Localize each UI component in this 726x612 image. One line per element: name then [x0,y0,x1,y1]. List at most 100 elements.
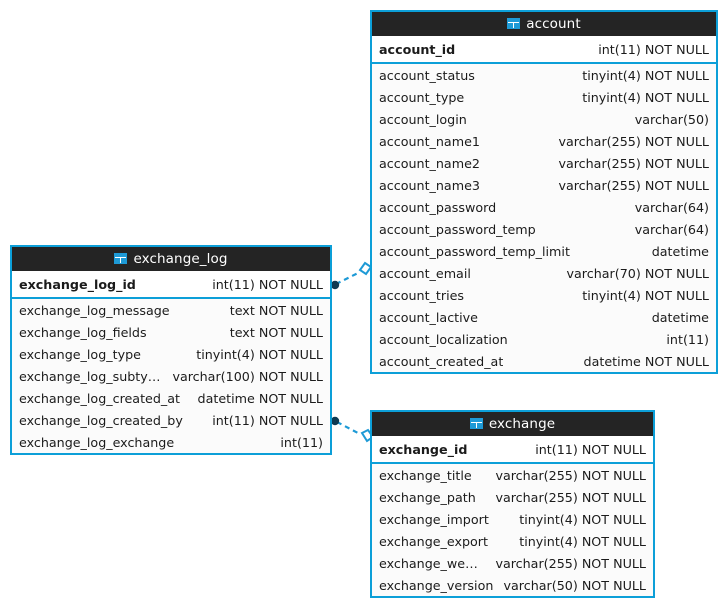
field-name: exchange_log_id [19,276,136,292]
field-type: tinyint(4) NOT NULL [582,287,709,303]
field-row-primary-key[interactable]: exchange_log_id int(11) NOT NULL [12,271,330,297]
field-type: int(11) NOT NULL [535,441,646,457]
field-name: exchange_log_created_at [19,390,181,406]
field-name: account_id [379,41,456,57]
field-name: exchange_import [379,511,489,527]
field-row[interactable]: account_password_temp varchar(64) [372,218,716,240]
field-row[interactable]: account_created_at datetime NOT NULL [372,350,716,372]
field-row[interactable]: exchange_log_fields text NOT NULL [12,321,330,343]
relation-line [335,272,359,285]
field-name: account_email [379,265,471,281]
entity-title: exchange_log [133,251,228,267]
field-type: varchar(70) NOT NULL [566,265,709,281]
field-row[interactable]: exchange_path varchar(255) NOT NULL [372,486,653,508]
field-name: exchange_log_type [19,346,141,362]
field-row[interactable]: account_localization int(11) [372,328,716,350]
entity-table-account[interactable]: account account_id int(11) NOT NULL acco… [370,10,718,374]
field-type: varchar(50) NOT NULL [503,577,646,593]
field-row-primary-key[interactable]: exchange_id int(11) NOT NULL [372,436,653,462]
field-row[interactable]: exchange_version varchar(50) NOT NULL [372,574,653,596]
field-row[interactable]: exchange_log_created_by int(11) NOT NULL [12,409,330,431]
field-row[interactable]: account_type tinyint(4) NOT NULL [372,86,716,108]
field-name: account_login [379,111,467,127]
field-name: exchange_log_fields [19,324,147,340]
field-row[interactable]: account_tries tinyint(4) NOT NULL [372,284,716,306]
field-type: int(11) NOT NULL [212,276,323,292]
field-name: exchange_version [379,577,494,593]
field-name: account_name3 [379,177,480,193]
field-name: exchange_log_subtype [19,368,163,384]
primary-key-block: exchange_log_id int(11) NOT NULL [12,271,330,299]
field-name: account_password_temp_limit [379,243,570,259]
field-name: account_status [379,67,475,83]
field-name: account_name1 [379,133,480,149]
field-row[interactable]: account_email varchar(70) NOT NULL [372,262,716,284]
table-icon [114,253,128,264]
field-type: datetime [651,243,709,259]
primary-key-block: exchange_id int(11) NOT NULL [372,436,653,464]
field-type: int(11) NOT NULL [598,41,709,57]
field-type: text NOT NULL [229,324,323,340]
entity-title: account [526,16,581,32]
field-name: account_localization [379,331,508,347]
field-name: account_name2 [379,155,480,171]
field-type: varchar(64) [634,221,709,237]
field-name: account_type [379,89,465,105]
field-name: exchange_title [379,467,472,483]
field-name: exchange_log_exchange [19,434,175,450]
field-type: int(11) [666,331,709,347]
field-type: varchar(255) NOT NULL [495,489,646,505]
field-name: account_created_at [379,353,504,369]
field-row[interactable]: exchange_import tinyint(4) NOT NULL [372,508,653,530]
field-row[interactable]: account_name1 varchar(255) NOT NULL [372,130,716,152]
table-icon [469,418,483,429]
field-row[interactable]: exchange_log_message text NOT NULL [12,299,330,321]
relation-dot-marker [330,416,340,426]
field-type: int(11) NOT NULL [212,412,323,428]
field-name: exchange_path [379,489,476,505]
field-row[interactable]: account_status tinyint(4) NOT NULL [372,64,716,86]
field-row[interactable]: exchange_log_exchange int(11) [12,431,330,453]
field-row[interactable]: exchange_log_type tinyint(4) NOT NULL [12,343,330,365]
field-name: account_password_temp [379,221,536,237]
field-type: datetime NOT NULL [583,353,709,369]
relation-line [336,421,359,434]
entity-title: exchange [488,416,556,432]
field-type: tinyint(4) NOT NULL [196,346,323,362]
field-row[interactable]: account_login varchar(50) [372,108,716,130]
field-type: varchar(255) NOT NULL [558,133,709,149]
field-type: text NOT NULL [229,302,323,318]
relation-dot-marker [330,280,340,290]
entity-table-exchange[interactable]: exchange exchange_id int(11) NOT NULL ex… [370,410,655,598]
fields-block: account_status tinyint(4) NOT NULL accoun… [372,64,716,372]
field-row[interactable]: account_password_temp_limit datetime [372,240,716,262]
field-type: datetime [651,309,709,325]
field-type: varchar(255) NOT NULL [495,555,646,571]
relation-exchange-log-account [330,261,373,290]
field-name: account_tries [379,287,465,303]
entity-table-exchange-log[interactable]: exchange_log exchange_log_id int(11) NOT… [10,245,332,455]
entity-header-account: account [372,12,716,36]
field-type: tinyint(4) NOT NULL [582,89,709,105]
field-type: tinyint(4) NOT NULL [582,67,709,83]
field-name: exchange_id [379,441,468,457]
field-type: varchar(50) [634,111,709,127]
field-type: int(11) [280,434,323,450]
entity-header-exchange: exchange [372,412,653,436]
table-icon [507,18,521,29]
field-row-primary-key[interactable]: account_id int(11) NOT NULL [372,36,716,62]
field-name: exchange_log_created_by [19,412,183,428]
field-name: exchange_log_message [19,302,170,318]
field-type: tinyint(4) NOT NULL [519,511,646,527]
